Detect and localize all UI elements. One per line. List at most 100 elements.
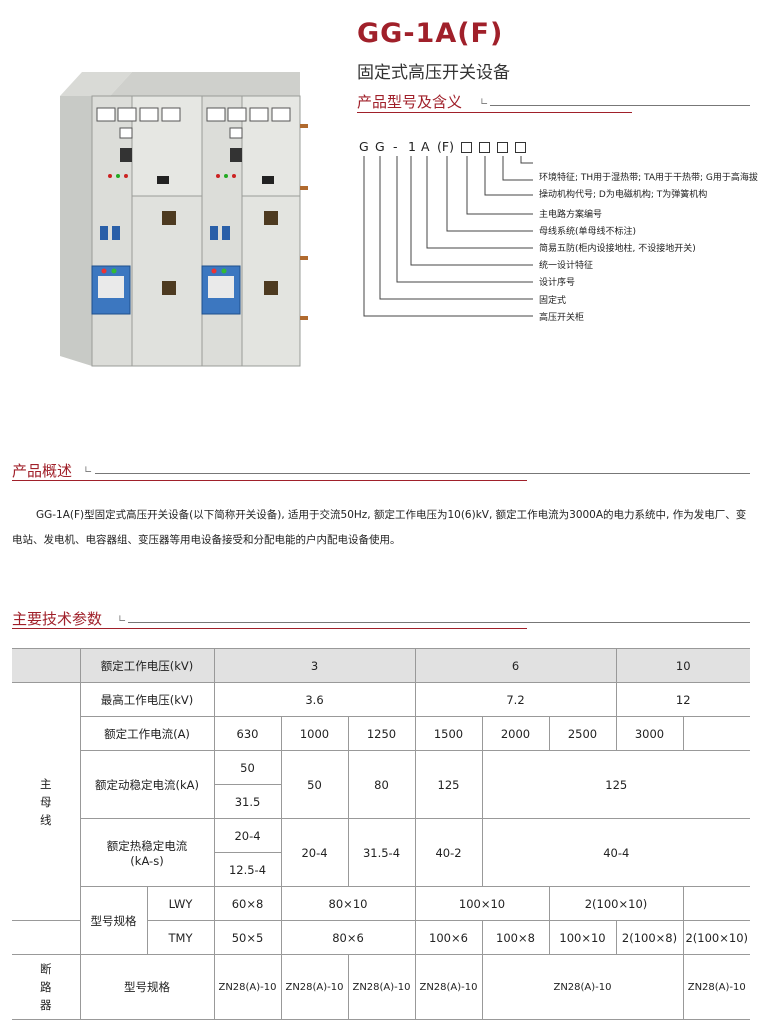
model-char: A xyxy=(421,139,430,154)
section-model-meaning-heading: 产品型号及含义 xyxy=(357,93,463,111)
table-row: 型号规格 LWY 60×8 80×10 100×10 2(100×10) xyxy=(12,886,750,955)
table-row: 主母线 最高工作电压(kV) 3.6 7.2 12 xyxy=(12,682,750,921)
table-row: 断路器 型号规格 ZN28(A)-10 ZN28(A)-10 ZN28(A)-1… xyxy=(12,954,750,1020)
table-cell: 12 xyxy=(615,682,750,717)
section-tick: ∟ xyxy=(84,465,93,476)
table-cell: LWY xyxy=(146,886,215,921)
table-cell: 型号规格 xyxy=(79,886,148,955)
table-cell xyxy=(682,716,750,751)
model-char: 1 xyxy=(408,139,416,154)
tech-params-table: 额定工作电压(kV) 3 6 10 主母线 最高工作电压(kV) 3.6 7.2… xyxy=(12,648,750,1020)
section-underline xyxy=(357,112,632,113)
table-cell: ZN28(A)-10 xyxy=(414,954,483,1020)
table-cell: ZN28(A)-10 xyxy=(280,954,349,1020)
table-cell: 最高工作电压(kV) xyxy=(79,682,215,717)
model-box xyxy=(479,142,490,153)
table-cell: 1000 xyxy=(280,716,349,751)
model-desc: 环境特征; TH用于湿热带; TA用于干热带; G用于高海拔 xyxy=(539,173,758,183)
model-desc: 高压开关柜 xyxy=(539,313,585,323)
table-cell: 20-4 xyxy=(213,818,282,853)
table-cell: 12.5-4 xyxy=(213,852,282,887)
model-box xyxy=(497,142,508,153)
table-cell: 20-4 xyxy=(280,818,349,887)
section-underline xyxy=(12,480,527,481)
table-cell: 2(100×8) xyxy=(615,920,684,955)
table-cell: 80×6 xyxy=(280,920,416,955)
switchgear-photo xyxy=(52,66,320,374)
model-desc: 简易五防(柜内设接地柱, 不设接地开关) xyxy=(539,244,696,254)
product-subtitle: 固定式高压开关设备 xyxy=(357,63,510,83)
model-connector-lines xyxy=(363,156,533,317)
section-rule xyxy=(128,622,750,623)
model-char: (F) xyxy=(437,139,454,154)
product-title: GG-1A(F) xyxy=(357,18,504,49)
model-box xyxy=(515,142,526,153)
table-cell: 7.2 xyxy=(414,682,617,717)
table-cell: 100×10 xyxy=(414,886,550,921)
table-cell: 2(100×10) xyxy=(682,920,750,955)
model-char: G xyxy=(375,139,385,154)
thermal-label-line1: 额定热稳定电流 xyxy=(106,838,188,853)
table-cell: 额定工作电流(A) xyxy=(79,716,215,751)
model-char: G xyxy=(359,139,369,154)
group-breaker: 断路器 xyxy=(12,954,81,1020)
table-row: 额定工作电流(A) 630 1000 1250 1500 2000 2500 3… xyxy=(12,716,750,751)
table-cell: 80 xyxy=(347,750,416,819)
table-row: 31.5 xyxy=(12,784,750,819)
table-cell: 2(100×10) xyxy=(548,886,684,921)
table-cell: 125 xyxy=(414,750,483,819)
table-cell xyxy=(12,648,81,683)
table-row: 额定工作电压(kV) 3 6 10 xyxy=(12,648,750,683)
table-cell: 630 xyxy=(213,716,282,751)
table-cell: 100×8 xyxy=(481,920,550,955)
table-cell: 40-2 xyxy=(414,818,483,887)
table-cell: 31.5-4 xyxy=(347,818,416,887)
table-cell: 50 xyxy=(280,750,349,819)
table-row: 12.5-4 xyxy=(12,852,750,887)
table-cell: 40-4 xyxy=(481,818,750,887)
table-cell: 额定热稳定电流 (kA-s) xyxy=(79,818,215,887)
section-tech-params-heading: 主要技术参数 xyxy=(12,610,103,628)
table-cell: 3000 xyxy=(615,716,684,751)
model-desc: 操动机构代号; D为电磁机构; T为弹簧机构 xyxy=(539,190,708,200)
table-cell: 6 xyxy=(414,648,617,683)
table-cell: 2000 xyxy=(481,716,550,751)
section-rule xyxy=(490,105,750,106)
table-cell: 125 xyxy=(481,750,750,819)
model-char: - xyxy=(393,139,398,154)
section-tick: ∟ xyxy=(480,97,489,108)
table-cell: 2500 xyxy=(548,716,617,751)
section-rule xyxy=(95,473,750,474)
table-cell: 1250 xyxy=(347,716,416,751)
table-cell: ZN28(A)-10 xyxy=(347,954,416,1020)
table-cell: TMY xyxy=(146,920,215,955)
table-cell: 50×5 xyxy=(213,920,282,955)
section-tick: ∟ xyxy=(118,614,127,625)
model-desc: 设计序号 xyxy=(539,278,576,288)
table-cell: 1500 xyxy=(414,716,483,751)
table-cell: 100×6 xyxy=(414,920,483,955)
table-cell: 额定动稳定电流(kA) xyxy=(79,750,215,819)
table-cell: ZN28(A)-10 xyxy=(682,954,750,1020)
table-cell: ZN28(A)-10 xyxy=(481,954,684,1020)
table-cell: 3.6 xyxy=(213,682,416,717)
table-cell: 3 xyxy=(213,648,416,683)
table-cell: 型号规格 xyxy=(79,954,215,1020)
group-main-busbar: 主母线 xyxy=(12,682,81,921)
table-cell xyxy=(12,920,81,955)
section-overview-heading: 产品概述 xyxy=(12,462,73,480)
model-desc: 固定式 xyxy=(539,296,567,306)
thermal-label-line2: (kA-s) xyxy=(130,853,164,868)
model-box xyxy=(461,142,472,153)
table-row: 额定热稳定电流 (kA-s) 20-4 20-4 31.5-4 40-2 40-… xyxy=(12,818,750,887)
table-cell: 50 xyxy=(213,750,282,785)
table-cell xyxy=(682,886,750,921)
section-underline xyxy=(12,628,527,629)
table-cell: ZN28(A)-10 xyxy=(213,954,282,1020)
model-desc: 母线系统(单母线不标注) xyxy=(539,227,637,237)
table-cell: 10 xyxy=(615,648,750,683)
table-cell: 60×8 xyxy=(213,886,282,921)
table-cell: 31.5 xyxy=(213,784,282,819)
model-desc: 主电路方案编号 xyxy=(539,210,603,220)
table-cell: 额定工作电压(kV) xyxy=(79,648,215,683)
